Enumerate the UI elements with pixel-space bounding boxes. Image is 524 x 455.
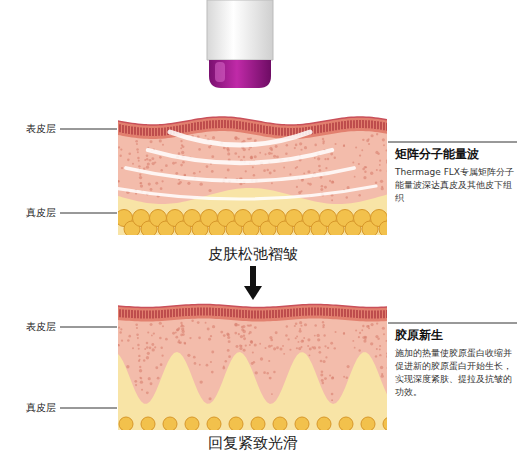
layer-label: 表皮层 — [26, 320, 56, 334]
leader-line — [60, 327, 117, 328]
leader-lines — [60, 129, 517, 408]
leader-line — [60, 408, 117, 409]
panel-caption: 皮肤松弛褶皱 — [204, 245, 302, 263]
skin-panel: 皮肤松弛褶皱 — [118, 113, 388, 263]
callout-box: 矩阵分子能量波 Thermage FLX专属矩阵分子能量波深达真皮及其他皮下组织 — [393, 146, 517, 205]
skin-before — [118, 117, 387, 235]
callout-body: Thermage FLX专属矩阵分子能量波深达真皮及其他皮下组织 — [395, 166, 515, 205]
leader-line — [60, 213, 117, 214]
skin-after — [118, 305, 387, 430]
layer-label: 真皮层 — [26, 401, 56, 415]
callout-heading: 胶原新生 — [395, 327, 515, 343]
layer-label: 真皮层 — [26, 206, 56, 220]
layer-label: 表皮层 — [26, 122, 56, 136]
applicator-device — [207, 0, 273, 88]
flow-arrow — [250, 266, 256, 286]
leader-line — [60, 129, 117, 130]
callout-rule — [388, 142, 517, 143]
callout-box: 胶原新生施加的热量使胶原蛋白收缩并促进新的胶原蛋白开始生长，实现深度紧肤、提拉及… — [393, 327, 517, 399]
skin-panel: 回复紧致光滑 — [118, 302, 388, 452]
callout-body: 施加的热量使胶原蛋白收缩并促进新的胶原蛋白开始生长，实现深度紧肤、提拉及抗皱的功… — [395, 347, 515, 399]
panel-caption: 回复紧致光滑 — [204, 434, 302, 452]
callout-rule — [388, 323, 517, 324]
callout-heading: 矩阵分子能量波 — [395, 146, 515, 162]
